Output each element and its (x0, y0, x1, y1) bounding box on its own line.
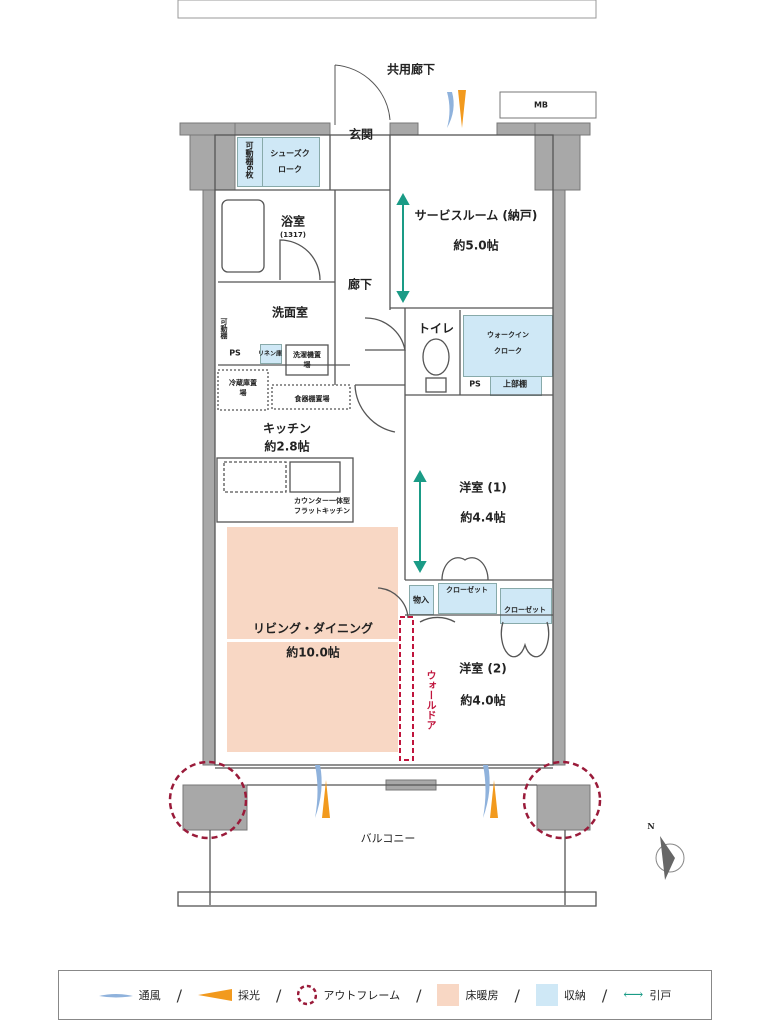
legend-divider: / (514, 985, 520, 1005)
legend-sliding-door-label: 引戸 (649, 989, 672, 1002)
compass-north-label: N (647, 821, 655, 831)
legend: 通風 / 採光 / アウトフレーム / 床暖房 / 収納 / ⟷ 引戸 (58, 970, 712, 1020)
closet-2 (500, 588, 552, 624)
legend-ventilation: 通風 (98, 987, 161, 1003)
room2-label: 洋室 (2) (459, 661, 507, 676)
walls (179, 122, 591, 831)
legend-floor-heating: 床暖房 (437, 984, 498, 1006)
wash-shelf-label: 可動棚 (220, 318, 228, 339)
legend-outframe: アウトフレーム (297, 983, 400, 1007)
linen-label: リネン庫 (257, 350, 283, 358)
room1-label: 洋室 (1) (459, 480, 507, 495)
floor-heating-swatch (437, 984, 460, 1006)
living-label: リビング・ダイニング (252, 621, 374, 636)
mb-label: MB (533, 100, 549, 110)
storage-label: 物入 (413, 595, 429, 605)
cupboard-label: 食器棚置場 (294, 395, 330, 403)
kitchen-label: キッチン (262, 421, 312, 436)
common-corridor-label: 共用廊下 (386, 62, 436, 77)
outframe-icon (297, 984, 318, 1006)
kitchen-area: 約2.8帖 (264, 439, 310, 454)
storage-closet (409, 585, 434, 615)
ps-label-2: PS (469, 379, 481, 389)
legend-daylight: 採光 (198, 987, 260, 1003)
balcony-label: バルコニー (360, 832, 416, 845)
legend-storage-label: 収納 (563, 989, 586, 1002)
ventilation-light-markers (315, 90, 498, 818)
legend-divider: / (416, 985, 422, 1005)
counter-label: カウンター一体型フラットキッチン (294, 497, 350, 515)
outframe-circle-right (522, 760, 602, 840)
room1-area: 約4.4帖 (460, 510, 506, 525)
living-floor-heating (227, 527, 398, 639)
compass-icon (655, 836, 685, 880)
mb-box (499, 91, 597, 119)
upper-frame (177, 0, 597, 19)
wic-label: ウォークインクローク (487, 331, 529, 355)
legend-sliding-door: ⟷ 引戸 (623, 987, 671, 1003)
room2-area: 約4.0帖 (460, 693, 506, 708)
legend-floor-heating-label: 床暖房 (465, 989, 499, 1002)
legend-divider: / (601, 985, 608, 1005)
washer-label: 洗濯機置場 (293, 351, 321, 369)
shoe-shelf-storage (237, 137, 263, 187)
legend-daylight-label: 採光 (238, 989, 261, 1002)
legend-ventilation-label: 通風 (138, 989, 161, 1002)
legend-storage: 収納 (535, 984, 586, 1006)
wall-door-label: ウォールドア (424, 670, 435, 730)
closet2-label: クローゼット (504, 606, 546, 614)
outframe-circle-left (168, 760, 248, 840)
wall-door-outline (399, 616, 414, 761)
legend-divider: / (176, 985, 183, 1005)
ventilation-icon (98, 994, 133, 998)
closet-1 (438, 583, 497, 614)
entrance-label: 玄関 (348, 127, 374, 142)
double-arrow-icon: ⟷ (623, 987, 644, 1003)
upper-shelf-label: 上部棚 (503, 379, 527, 389)
sliding-door-arrows (396, 192, 427, 574)
living-area: 約10.0帖 (286, 645, 340, 660)
bath-size-label: (1317) (280, 231, 306, 239)
shoe-closet-label: シューズクローク (270, 149, 310, 174)
interior-walls (177, 134, 597, 907)
bath-label: 浴室 (280, 214, 306, 229)
closet1-label: クローゼット (446, 586, 488, 594)
service-room-label: サービスルーム (納戸) (414, 208, 538, 223)
corridor-label: 廊下 (347, 277, 373, 292)
legend-outframe-label: アウトフレーム (323, 989, 401, 1002)
shoe-closet-storage (262, 137, 320, 187)
ps-label-1: PS (229, 348, 241, 358)
shoe-shelf-label: 可動棚6枚 (245, 141, 254, 179)
entrance-door (334, 64, 391, 125)
daylight-icon (198, 989, 233, 1001)
linen-storage (260, 344, 282, 364)
legend-divider: / (276, 985, 282, 1005)
service-room-area: 約5.0帖 (453, 238, 499, 253)
toilet-label: トイレ (417, 321, 455, 336)
storage-swatch (535, 984, 558, 1006)
washroom-label: 洗面室 (271, 305, 309, 320)
living-floor-heating (227, 642, 398, 752)
fridge-label: 冷蔵庫置場 (229, 379, 257, 397)
